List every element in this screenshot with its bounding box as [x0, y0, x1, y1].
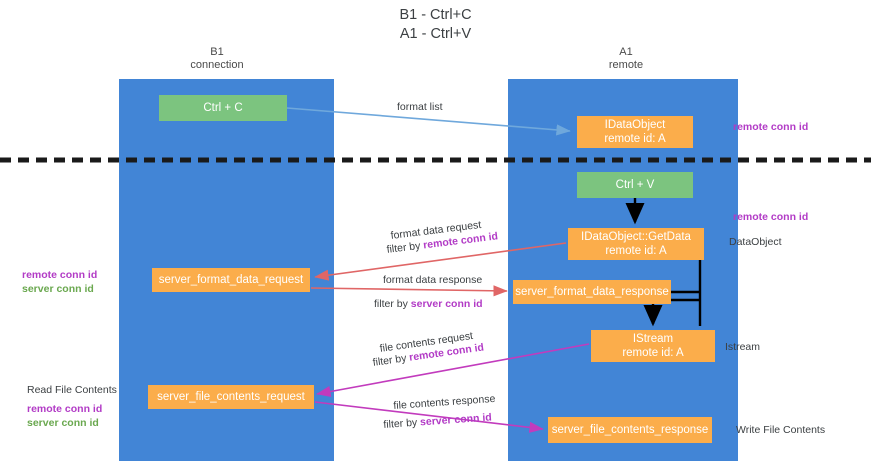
column-header-b1-role: connection [190, 59, 244, 71]
node-server-file-contents-request-label: server_file_contents_request [157, 391, 305, 403]
side-label-remote-conn-id-mid: remote conn id [733, 211, 809, 223]
edge-label-format-list: format list [397, 101, 443, 113]
filter-key-server-conn-id: server conn id [410, 298, 483, 310]
filter-prefix: filter by [383, 416, 421, 431]
edge-label-file-contents-response: file contents response [393, 392, 496, 412]
side-label-write-file-contents: Write File Contents [736, 424, 826, 436]
edge-label-file-contents-response-filter: filter by server conn id [383, 411, 492, 432]
node-server-format-data-request-label: server_format_data_request [158, 274, 304, 286]
node-istream[interactable]: IStream remote id: A [591, 330, 715, 362]
node-ctrl-c-label: Ctrl + C [203, 102, 243, 114]
column-header-a1-role: remote [608, 59, 644, 71]
title-line-1: B1 - Ctrl+C [399, 7, 472, 23]
edge-label-format-data-response: format data response [383, 274, 483, 286]
filter-prefix: filter by [372, 351, 411, 369]
edge-label-format-data-response-filter: filter by server conn id [374, 298, 483, 311]
legend-server-conn-id: server conn id [22, 283, 94, 295]
legend-remote-conn-id: remote conn id [27, 403, 103, 415]
node-idataobject-remote-id: remote id: A [604, 133, 666, 145]
legend-conn-ids-bottom: remote conn id server conn id [27, 402, 102, 430]
node-ctrl-c[interactable]: Ctrl + C [159, 95, 287, 121]
side-label-dataobject: DataObject [729, 236, 782, 248]
node-server-format-data-response-label: server_format_data_response [515, 286, 669, 298]
node-server-format-data-response[interactable]: server_format_data_response [513, 280, 671, 304]
node-server-format-data-request[interactable]: server_format_data_request [152, 268, 310, 292]
node-getdata-label: IDataObject::GetData [581, 231, 691, 243]
node-istream-remote-id: remote id: A [622, 347, 684, 359]
node-istream-label: IStream [632, 333, 674, 345]
side-label-read-file-contents: Read File Contents [27, 384, 117, 396]
node-idataobject-label: IDataObject [604, 119, 666, 131]
side-label-istream: Istream [725, 341, 761, 353]
column-header-a1: A1 remote [540, 46, 712, 72]
column-header-b1-name: B1 [210, 46, 224, 58]
node-idataobject-getdata[interactable]: IDataObject::GetData remote id: A [568, 228, 704, 260]
node-server-file-contents-response-label: server_file_contents_response [551, 424, 709, 436]
column-header-a1-name: A1 [619, 46, 633, 58]
node-idataobject[interactable]: IDataObject remote id: A [577, 116, 693, 148]
page-title: B1 - Ctrl+C A1 - Ctrl+V [0, 6, 871, 44]
node-ctrl-v[interactable]: Ctrl + V [577, 172, 693, 198]
node-ctrl-v-label: Ctrl + V [615, 179, 655, 191]
node-server-file-contents-request[interactable]: server_file_contents_request [148, 385, 314, 409]
node-getdata-remote-id: remote id: A [605, 245, 667, 257]
column-header-b1: B1 connection [150, 46, 284, 72]
title-line-2: A1 - Ctrl+V [399, 26, 472, 42]
filter-key-server-conn-id: server conn id [419, 411, 493, 429]
filter-prefix: filter by [374, 298, 411, 310]
legend-conn-ids-mid: remote conn id server conn id [22, 268, 97, 296]
legend-server-conn-id: server conn id [27, 417, 99, 429]
legend-remote-conn-id: remote conn id [22, 269, 98, 281]
node-server-file-contents-response[interactable]: server_file_contents_response [548, 417, 712, 443]
side-label-remote-conn-id-top: remote conn id [733, 121, 809, 133]
